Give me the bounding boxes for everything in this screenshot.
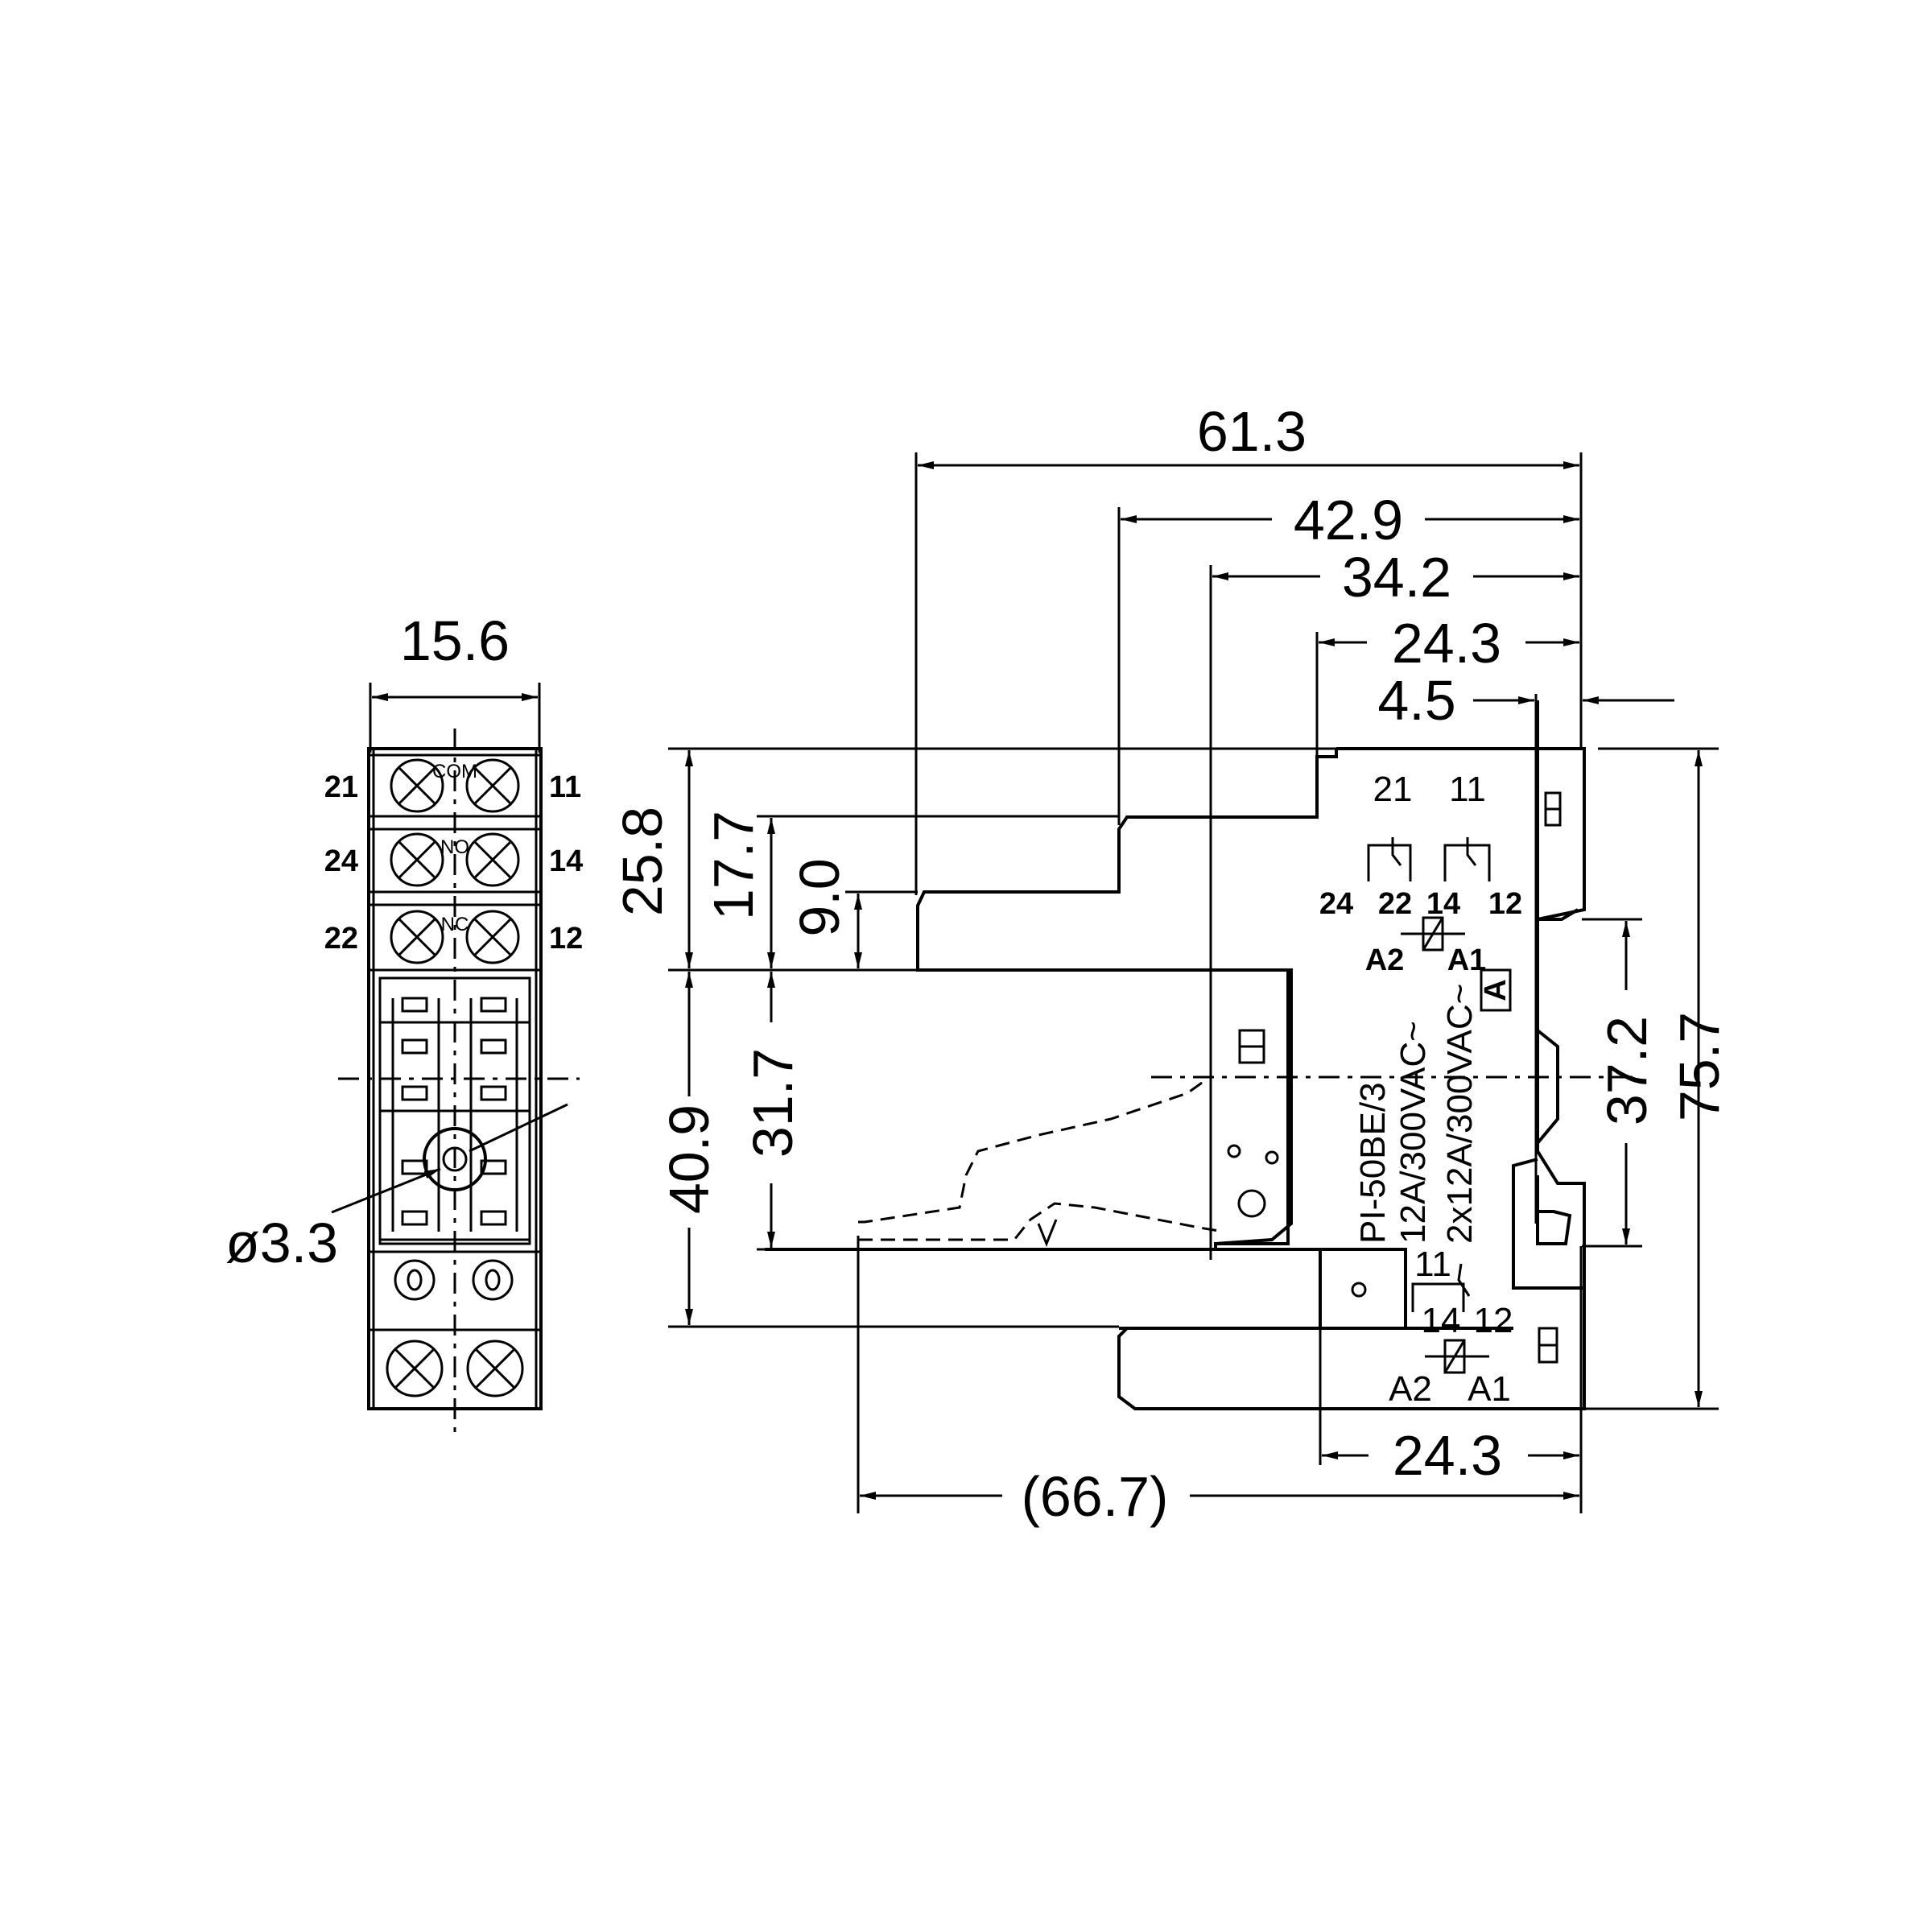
dim-label-66-7: (66.7) bbox=[1022, 1465, 1169, 1528]
schem-a2: A2 bbox=[1365, 943, 1405, 977]
screw-icon bbox=[465, 758, 520, 813]
schem-bottom-14: 14 bbox=[1422, 1301, 1461, 1340]
screw-icon bbox=[390, 758, 444, 813]
dim-label-37-2: 37.2 bbox=[1596, 1016, 1658, 1125]
dim-label-61-3: 61.3 bbox=[1197, 400, 1307, 463]
screw-icon bbox=[466, 1340, 524, 1397]
dim-label-25-8: 25.8 bbox=[611, 807, 674, 916]
terminal-label-nc: NC bbox=[441, 914, 469, 935]
dim-label-40-9: 40.9 bbox=[658, 1104, 720, 1214]
terminal-num-22: 22 bbox=[324, 922, 358, 956]
schem-22: 22 bbox=[1378, 887, 1412, 921]
schem-11: 11 bbox=[1449, 770, 1486, 809]
hole-diameter-label: ø3.3 bbox=[225, 1212, 338, 1274]
schem-12: 12 bbox=[1488, 887, 1522, 921]
center-module bbox=[1211, 968, 1293, 1245]
terminal-num-12: 12 bbox=[549, 922, 583, 956]
dim-label-4-5: 4.5 bbox=[1377, 669, 1455, 732]
front-view: 61.3 42.9 34.2 24.3 4.5 25.8 17.7 9.0 40… bbox=[611, 400, 1731, 1528]
schem-14: 14 bbox=[1426, 887, 1460, 921]
top-contact-schematic: 21 11 24 22 14 12 A2 A1 A bbox=[1319, 770, 1522, 1012]
model-text-line1: PI-50BE/3 bbox=[1353, 1082, 1393, 1244]
schem-bottom-a2: A2 bbox=[1389, 1369, 1432, 1409]
screw-icon bbox=[465, 910, 520, 964]
module-pin-icon bbox=[1227, 1144, 1241, 1158]
schem-24: 24 bbox=[1319, 887, 1353, 921]
dim-label-24-3-top: 24.3 bbox=[1392, 612, 1501, 675]
marker-letter: A bbox=[1479, 979, 1513, 1001]
dim-label-34-2: 34.2 bbox=[1342, 546, 1451, 609]
side-view: 15.6 COM NO bbox=[225, 609, 583, 1433]
dim-label-31-7: 31.7 bbox=[741, 1048, 804, 1158]
release-lever-outline-lower bbox=[858, 1202, 1224, 1241]
module-pin-icon bbox=[1237, 1189, 1266, 1218]
bottom-terminal-pin-icon bbox=[1351, 1282, 1367, 1298]
marker-box-icon bbox=[1480, 968, 1512, 1012]
schem-bottom-11: 11 bbox=[1414, 1245, 1451, 1284]
dim-label-42-9: 42.9 bbox=[1294, 489, 1403, 551]
terminal-num-14: 14 bbox=[549, 844, 583, 878]
schem-bottom-12: 12 bbox=[1474, 1301, 1513, 1340]
lever-tip bbox=[1037, 1219, 1058, 1248]
module-pin-icon bbox=[1265, 1150, 1279, 1165]
model-text-line3: 2x12A/300VAC~ bbox=[1440, 984, 1480, 1244]
right-clip-rail bbox=[1512, 700, 1584, 1290]
front-body-outline bbox=[916, 747, 1586, 1410]
screw-icon bbox=[390, 910, 444, 964]
socket-hole-icon bbox=[394, 1259, 436, 1301]
bottom-contact-schematic: 11 14 12 A2 A1 bbox=[1389, 1245, 1513, 1409]
dim-label-17-7: 17.7 bbox=[702, 811, 765, 920]
dim-label-75-7: 75.7 bbox=[1668, 1012, 1731, 1121]
screw-icon bbox=[386, 1340, 444, 1397]
terminal-num-21: 21 bbox=[324, 770, 358, 804]
schem-bottom-a1: A1 bbox=[1468, 1369, 1511, 1409]
model-text-line2: 12A/300VAC~ bbox=[1393, 1021, 1433, 1244]
schem-21: 21 bbox=[1373, 770, 1413, 809]
bottom-terminal-block bbox=[1319, 1248, 1407, 1330]
terminal-row-no: NO bbox=[369, 828, 541, 894]
socket-hole-icon bbox=[472, 1259, 514, 1301]
terminal-num-11: 11 bbox=[549, 770, 581, 804]
dim-label-9-0: 9.0 bbox=[788, 858, 851, 936]
hole-leader-line-2 bbox=[469, 1103, 568, 1153]
side-width-label: 15.6 bbox=[400, 609, 510, 672]
hole-leader-line bbox=[331, 1167, 441, 1214]
screw-icon bbox=[465, 832, 520, 887]
terminal-num-24: 24 bbox=[324, 844, 358, 878]
dim-label-24-3-bottom: 24.3 bbox=[1393, 1424, 1502, 1487]
coil-icon bbox=[1422, 916, 1444, 952]
screw-icon bbox=[390, 832, 444, 887]
schem-a1: A1 bbox=[1447, 943, 1487, 977]
coil-icon bbox=[1443, 1339, 1466, 1374]
release-lever-outline bbox=[858, 1077, 1208, 1224]
